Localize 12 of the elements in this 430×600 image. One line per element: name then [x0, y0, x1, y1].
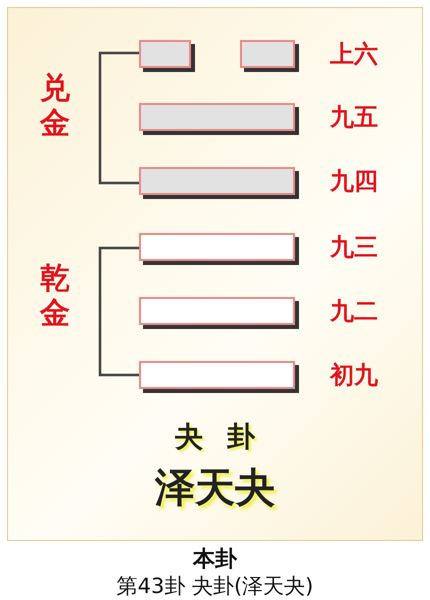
line-name: 初九	[330, 363, 378, 387]
line-name: 九五	[330, 105, 378, 129]
line-name: 九四	[330, 169, 378, 193]
caption: 第43卦 夬卦(泽天夬)	[116, 573, 314, 600]
hexagram-label: 夬 卦	[174, 419, 256, 455]
trigram-label: 乾金	[38, 262, 71, 331]
hexagram-name: 泽天夬	[154, 464, 276, 513]
line-name: 九三	[330, 235, 378, 259]
trigram-label: 兑金	[38, 72, 71, 141]
heading: 本卦	[192, 546, 238, 574]
line-name: 上六	[330, 42, 378, 66]
line-name: 九二	[330, 299, 378, 323]
